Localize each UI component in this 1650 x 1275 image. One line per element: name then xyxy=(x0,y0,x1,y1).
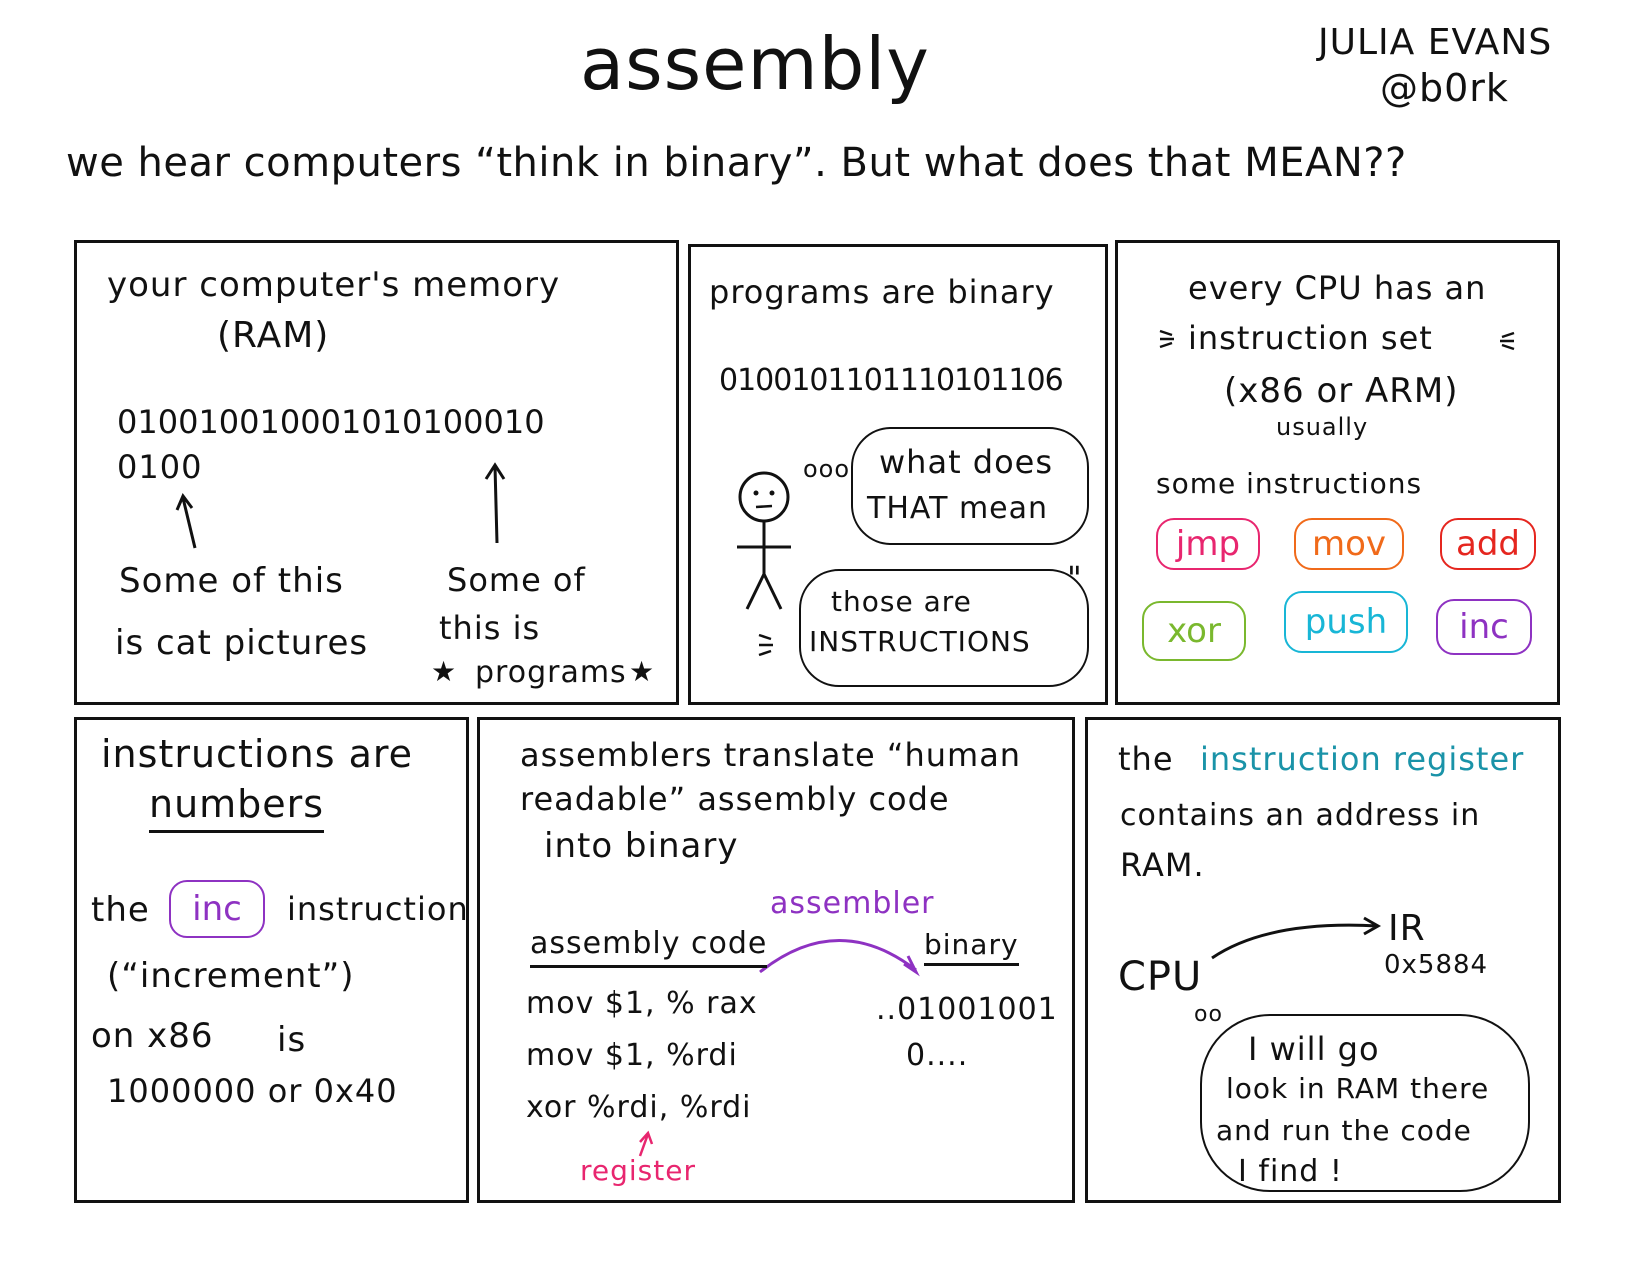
thought-dots: ooo xyxy=(803,455,851,483)
arrow-right-icon xyxy=(1211,916,1382,960)
code-line: mov $1, %rdi xyxy=(526,1038,738,1073)
thought-text-2: look in RAM there xyxy=(1226,1072,1490,1105)
star-icon: ★ xyxy=(629,655,656,688)
instruction-add: add xyxy=(1440,518,1536,570)
speak-lines-icon xyxy=(758,633,773,657)
panel-assemblers-title-3: into binary xyxy=(544,826,739,866)
arrow-up-icon xyxy=(175,493,197,549)
reply-text-2: INSTRUCTIONS xyxy=(809,625,1031,658)
page-title: assembly xyxy=(580,22,930,106)
thought-text: what does xyxy=(879,443,1054,481)
code-line: xor %rdi, %rdi xyxy=(526,1090,752,1125)
sparkle-icon xyxy=(1500,331,1515,351)
instruction-label: instruction xyxy=(287,890,469,928)
inc-value: 1000000 or 0x40 xyxy=(107,1072,398,1110)
memory-bits: 010010010001010100010 xyxy=(117,403,545,441)
note-cat-pictures: Some of this xyxy=(119,561,344,601)
arrow-up-icon xyxy=(484,462,506,544)
thought-dots: oo xyxy=(1194,1002,1223,1027)
panel-numbers: instructions are numbers the inc instruc… xyxy=(74,717,469,1203)
page-subtitle: we hear computers “think in binary”. But… xyxy=(66,140,1407,186)
inc-badge: inc xyxy=(169,880,265,938)
panel-instruction-set: every CPU has an instruction set (x86 or… xyxy=(1115,240,1560,705)
panel-assemblers: assemblers translate “human readable” as… xyxy=(477,717,1075,1203)
usually-note: usually xyxy=(1276,413,1369,441)
assembly-code-header: assembly code xyxy=(530,926,768,968)
reply-text: those are xyxy=(831,585,972,618)
binary-output: ..01001001 xyxy=(876,992,1058,1027)
instruction-register-label: instruction register xyxy=(1200,740,1525,778)
cpu-label: CPU xyxy=(1118,954,1203,1000)
thought-text-3: and run the code xyxy=(1216,1114,1472,1147)
panel-memory-title: your computer's memory xyxy=(107,265,561,305)
panel-assemblers-title-2: readable” assembly code xyxy=(520,780,950,818)
panel-programs-title: programs are binary xyxy=(709,273,1055,311)
instruction-set-line2: instruction set xyxy=(1188,319,1433,357)
thought-bubble xyxy=(1200,1014,1530,1192)
memory-bits-2: 0100 xyxy=(117,448,203,486)
panel-numbers-title-2: numbers xyxy=(149,782,325,833)
the-label: the xyxy=(1118,740,1174,778)
thought-bubble xyxy=(851,427,1089,545)
thought-text-2: THAT mean xyxy=(867,491,1049,526)
instruction-jmp: jmp xyxy=(1156,518,1260,570)
thought-text-4: I find ! xyxy=(1238,1154,1343,1189)
binary-header: binary xyxy=(924,928,1019,966)
instruction-inc: inc xyxy=(1436,599,1532,655)
increment-label: (“increment”) xyxy=(107,956,355,996)
instruction-push: push xyxy=(1284,591,1408,653)
panel-memory-subtitle: (RAM) xyxy=(217,315,330,356)
instruction-set-line3: (x86 or ARM) xyxy=(1224,371,1459,411)
reply-bubble xyxy=(799,569,1089,687)
panel-numbers-title: instructions are xyxy=(101,732,414,776)
arrow-up-icon xyxy=(638,1130,654,1157)
code-line: mov $1, % rax xyxy=(526,986,758,1021)
translate-arrow-icon xyxy=(759,939,920,977)
stick-figure-icon xyxy=(737,471,791,610)
some-instructions-label: some instructions xyxy=(1156,467,1423,500)
is-label: is xyxy=(277,1020,307,1060)
register-line3: RAM. xyxy=(1120,846,1205,884)
note-programs: Some of xyxy=(447,561,586,599)
register-line2: contains an address in xyxy=(1120,798,1481,833)
the-label: the xyxy=(91,890,150,930)
panel-instruction-register: the instruction register contains an add… xyxy=(1085,717,1561,1203)
program-bits: 0100101101110101106 xyxy=(719,363,1064,398)
register-label: register xyxy=(580,1154,696,1187)
panel-assemblers-title: assemblers translate “human xyxy=(520,736,1022,774)
on-x86-label: on x86 xyxy=(91,1016,214,1056)
instruction-set-line1: every CPU has an xyxy=(1188,269,1487,307)
note-cat-pictures-2: is cat pictures xyxy=(115,623,369,663)
panel-memory: your computer's memory (RAM) 01001001000… xyxy=(74,240,679,705)
panel-programs: programs are binary 0100101101110101106 … xyxy=(688,244,1108,705)
instruction-mov: mov xyxy=(1294,518,1404,570)
sparkle-icon xyxy=(1159,329,1174,349)
thought-text: I will go xyxy=(1248,1030,1380,1068)
binary-output-2: 0.... xyxy=(906,1038,969,1073)
note-programs-3: programs xyxy=(475,655,627,690)
assembler-label: assembler xyxy=(770,886,935,921)
instruction-xor: xor xyxy=(1142,601,1246,661)
note-programs-2: this is xyxy=(439,609,541,647)
ir-value: 0x5884 xyxy=(1384,950,1489,980)
ir-label: IR xyxy=(1388,908,1426,949)
author-handle: @b0rk xyxy=(1380,66,1509,110)
author-name: JULIA EVANS xyxy=(1318,22,1553,63)
star-icon: ★ xyxy=(431,655,458,688)
